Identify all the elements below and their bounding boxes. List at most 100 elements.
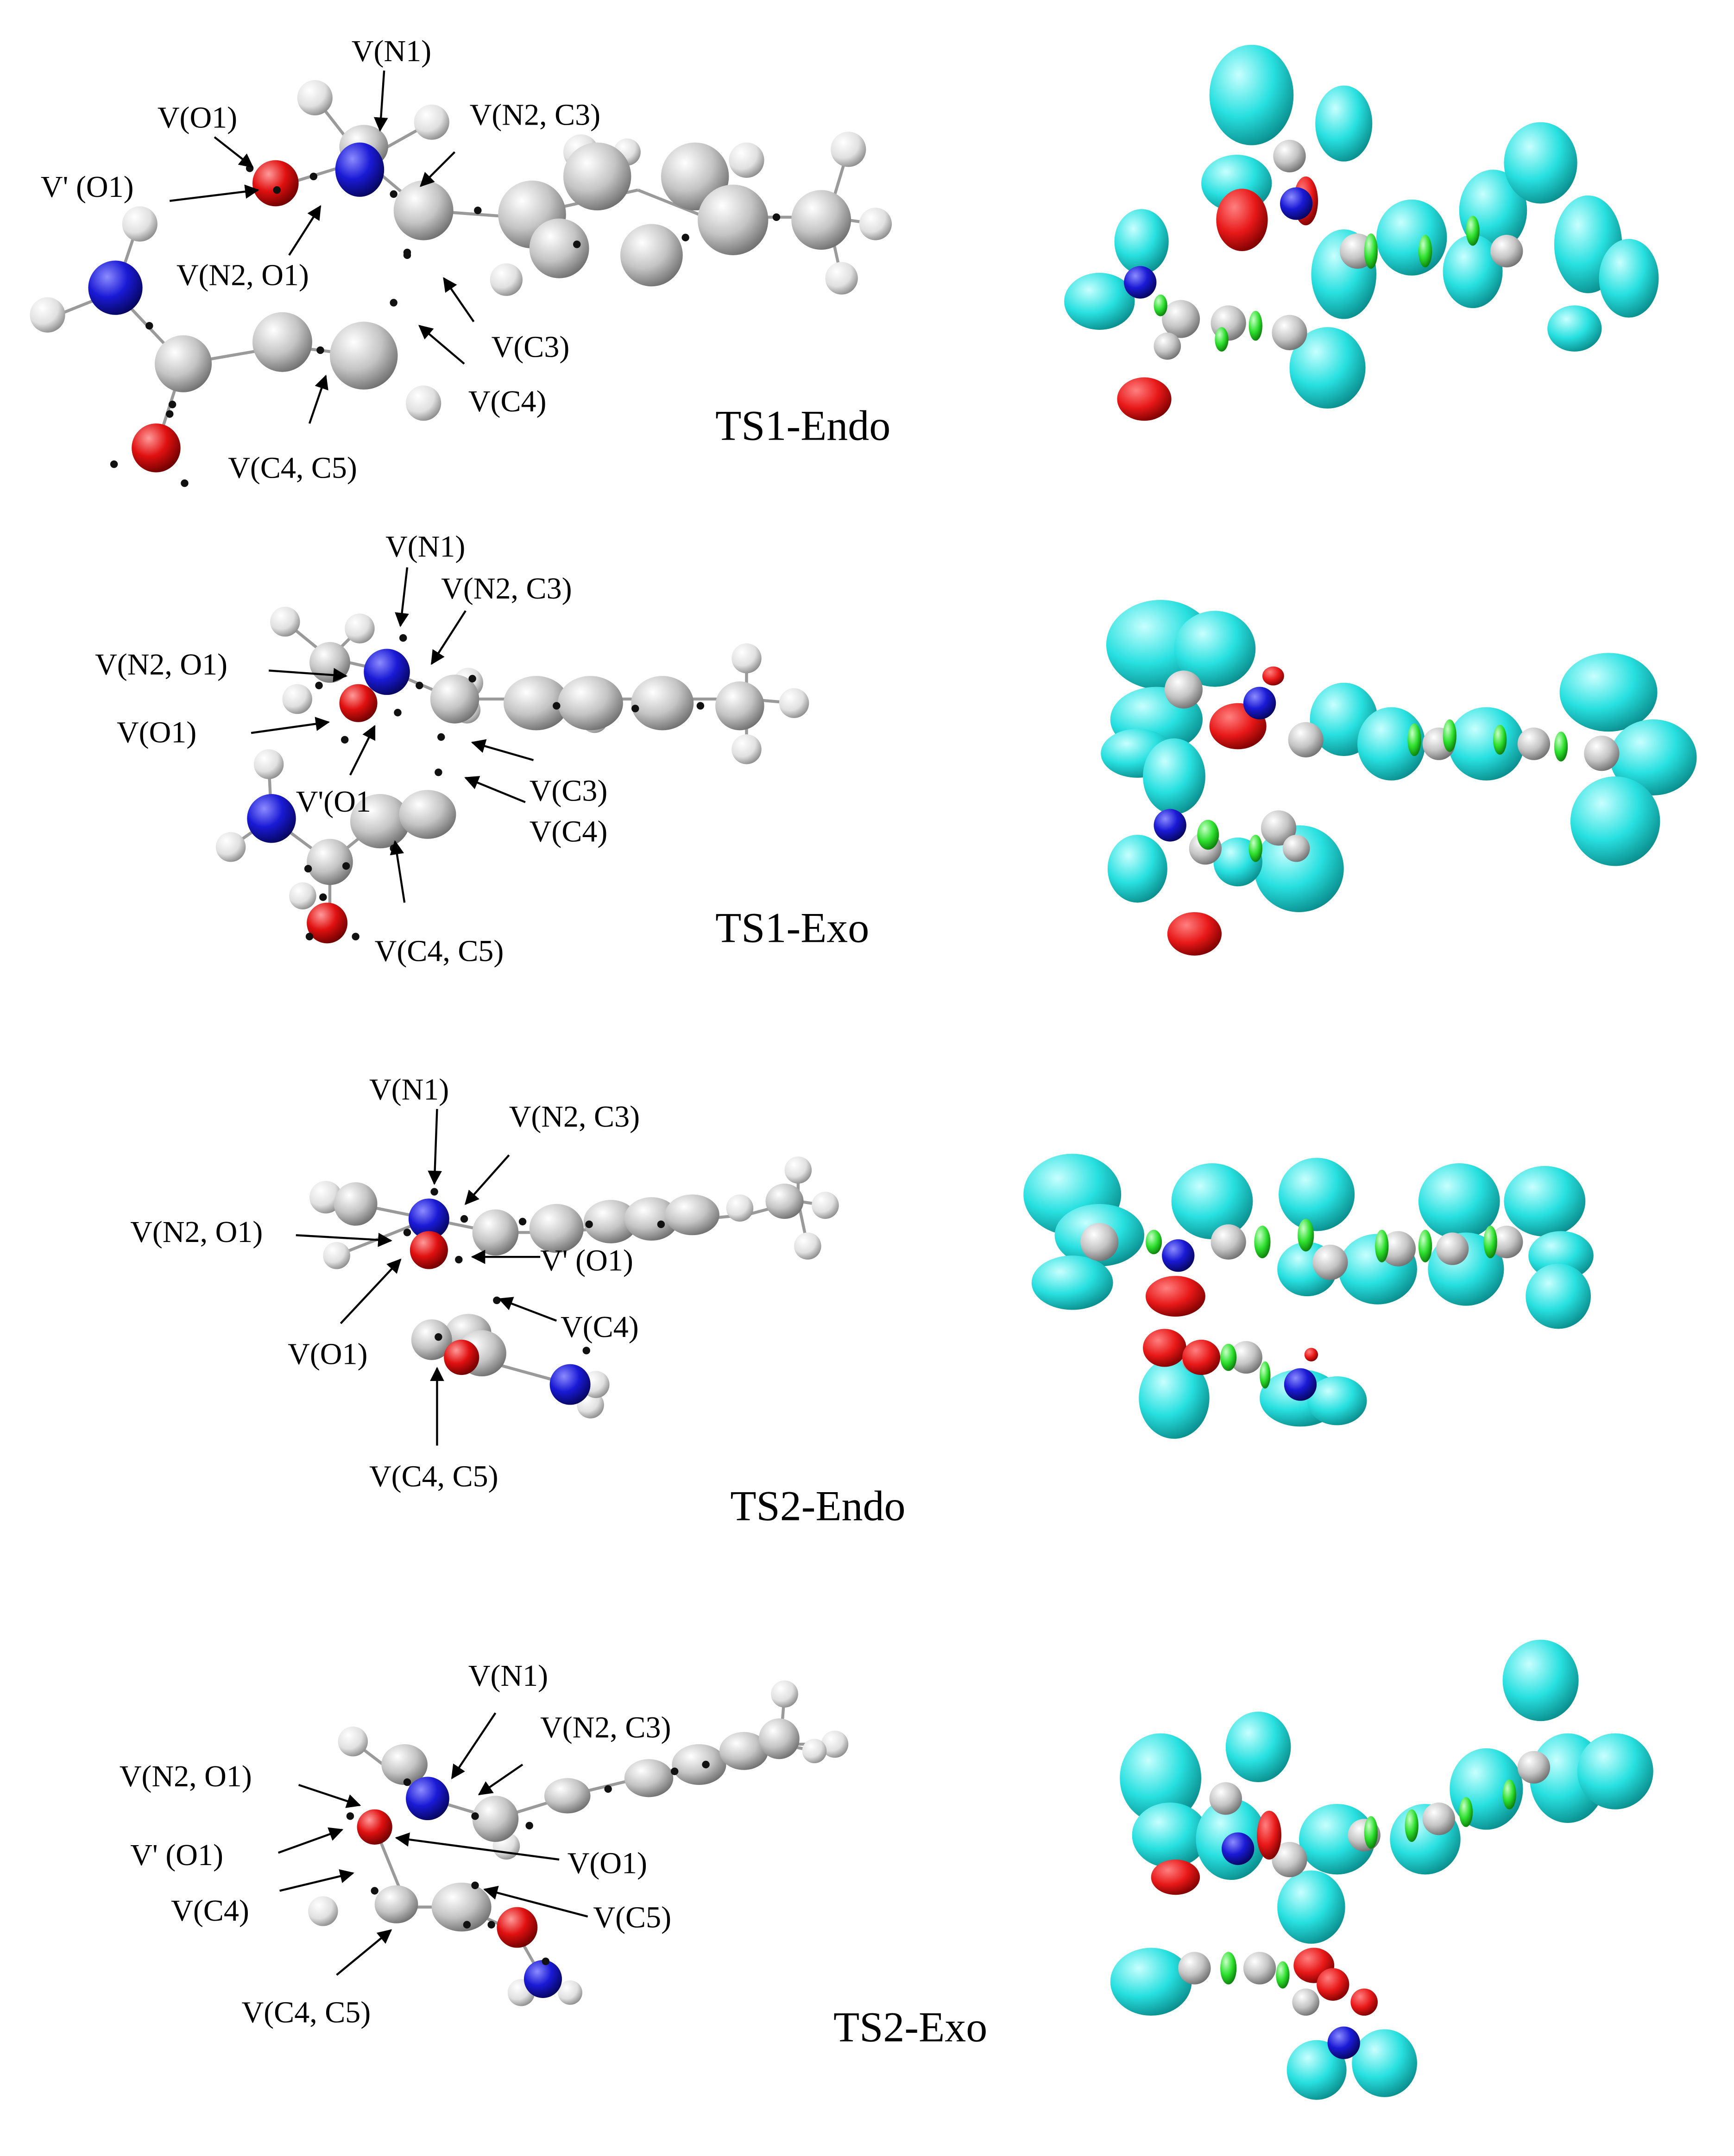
hydrogen-atom — [490, 263, 523, 296]
carbon-atom — [1380, 1231, 1416, 1267]
carbon-atom — [1261, 810, 1297, 846]
pointer-arrow — [395, 567, 409, 627]
hydrogen-atom — [558, 1980, 582, 2005]
attractor-point — [371, 1887, 378, 1895]
green-basin — [1298, 1219, 1314, 1252]
carbon-atom — [698, 184, 769, 255]
carbon-atom — [399, 790, 456, 839]
pointer-arrow — [288, 205, 322, 256]
carbon-atom — [544, 1778, 591, 1814]
basin-label: V(C4, C5) — [375, 934, 504, 968]
pointer-arrow — [251, 717, 330, 734]
carbon-atom — [758, 1718, 800, 1759]
hydrogen-atom — [802, 1739, 827, 1764]
nitrogen-atom — [1284, 1368, 1317, 1401]
attractor-point — [474, 206, 482, 214]
carbon-atom — [381, 1744, 428, 1785]
pointer-arrow — [277, 1827, 344, 1854]
cyan-basin — [1107, 834, 1167, 903]
cyan-basin — [1209, 44, 1294, 145]
green-basin — [1254, 1225, 1271, 1259]
cyan-basin — [1502, 1639, 1579, 1721]
attractor-point — [696, 702, 705, 710]
hydrogen-atom — [771, 1680, 798, 1708]
carbon-atom — [329, 322, 398, 390]
attractor-point — [582, 1347, 590, 1355]
basin-label: V(N1) — [369, 1072, 449, 1106]
basin-label: V(N2, O1) — [177, 258, 309, 292]
green-basin — [1276, 1961, 1290, 1989]
carbon-atom — [620, 224, 683, 287]
carbon-atom — [1282, 834, 1310, 862]
cyan-basin — [1526, 1263, 1591, 1329]
hydrogen-atom — [812, 1191, 839, 1219]
carbon-atom — [1080, 1223, 1119, 1261]
nitrogen-atom — [247, 794, 296, 843]
cyan-basin — [1504, 122, 1577, 204]
hydrogen-atom — [825, 262, 858, 295]
text-layer: V(N1)V(O1)V(N2, C3)V' (O1)V(N2, O1)V(C3)… — [41, 34, 987, 2051]
nitrogen-atom — [549, 1364, 591, 1405]
carbon-atom — [1422, 1803, 1455, 1835]
attractor-point — [681, 233, 689, 241]
cyan-basin — [1599, 239, 1659, 318]
green-basin — [1248, 834, 1262, 862]
attractor-point — [671, 1767, 679, 1775]
pointer-arrow — [430, 610, 467, 665]
hydrogen-atom — [784, 1156, 812, 1184]
basin-label: V(C4) — [561, 1310, 639, 1344]
carbon-atom — [1272, 1842, 1307, 1878]
attractor-point — [416, 681, 423, 689]
carbon-atom — [1162, 300, 1200, 338]
attractor-point — [702, 1760, 710, 1769]
cyan-basin — [1443, 234, 1503, 309]
panel-title: TS2-Exo — [833, 2004, 987, 2051]
cyan-basin — [1174, 611, 1256, 687]
basin-label: V'(O1 — [296, 785, 371, 819]
basin-label: V(C4, C5) — [228, 451, 357, 485]
cyan-basin — [1504, 1166, 1586, 1237]
carbon-atom — [583, 1200, 638, 1243]
red-basin — [1117, 377, 1172, 421]
carbon-atom — [558, 676, 623, 731]
attractor-point — [403, 1778, 411, 1786]
basin-label: V(C3) — [530, 774, 608, 808]
attractor-point — [390, 190, 397, 198]
green-basin — [1215, 327, 1229, 352]
cyan-basin — [1559, 653, 1658, 732]
hydrogen-atom — [859, 208, 892, 240]
hydrogen-atom — [731, 734, 762, 764]
carbon-atom — [1517, 1751, 1551, 1784]
carbon-atom — [393, 180, 454, 240]
hydrogen-atom — [345, 613, 375, 643]
cyan-basin — [1139, 1357, 1210, 1439]
oxygen-atom — [444, 1339, 479, 1375]
attractor-point — [525, 1822, 533, 1830]
cyan-basin — [1570, 776, 1660, 866]
attractor-point — [460, 1215, 468, 1223]
carbon-atom — [1312, 1244, 1348, 1280]
attractor-point — [316, 346, 324, 354]
basin-label: V(N2, O1) — [130, 1215, 263, 1249]
carbon-atom — [715, 681, 764, 731]
green-basin — [1154, 294, 1167, 316]
hydrogen-atom — [30, 297, 65, 333]
panel-title: TS1-Exo — [715, 904, 869, 951]
carbon-atom — [1211, 1224, 1246, 1260]
attractor-point — [145, 322, 153, 330]
carbon-atom — [1209, 1782, 1242, 1815]
carbon-atom — [1584, 736, 1620, 771]
green-basin — [1145, 1229, 1162, 1255]
carbon-atom — [1490, 234, 1523, 268]
oxygen-atom — [339, 684, 378, 722]
basin-label: V(O1) — [567, 1846, 647, 1880]
pointer-arrow — [373, 70, 388, 132]
oxygen-atom — [410, 1231, 448, 1269]
panel-title: TS2-Endo — [730, 1482, 905, 1530]
pointer-arrow — [214, 136, 254, 168]
attractor-point — [304, 864, 312, 873]
attractor-point — [181, 479, 189, 487]
attractor-point — [435, 768, 442, 776]
carbon-atom — [1517, 727, 1551, 760]
